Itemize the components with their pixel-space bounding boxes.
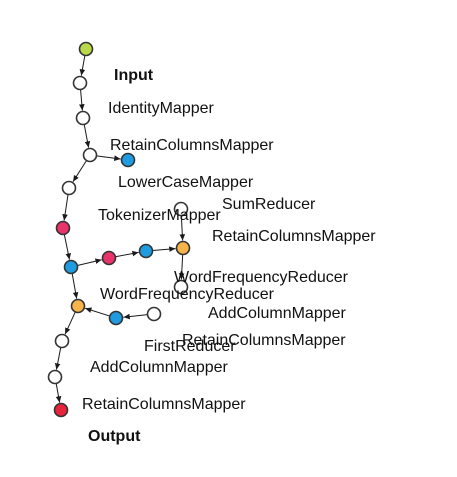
edge-n-9-to-n-10 [77,258,102,266]
input-label: Input [114,67,154,84]
edge-n-16-to-n-17 [64,311,76,335]
labels: Input IdentityMapper RetainColumnsMapper… [82,67,376,445]
node-n-3[interactable] [82,147,98,163]
node-n-12[interactable] [175,240,191,256]
edge-n-8-to-n-12 [179,215,186,241]
edges [54,55,186,403]
retain-columns-mapper-label-3: RetainColumnsMapper [182,332,346,349]
edge-n-17-to-n-18 [54,347,62,370]
node-n-11[interactable] [138,243,154,259]
edge-n-2-to-n-3 [83,124,91,148]
node-n-6[interactable] [61,180,77,196]
edge-n-9-to-n-16 [71,273,79,299]
retain-columns-mapper-label-1: RetainColumnsMapper [110,137,274,154]
add-column-mapper-label-1: AddColumnMapper [208,305,347,322]
edge-n-10-to-n-11 [115,250,139,258]
node-n-output[interactable] [53,402,69,418]
node-n-16[interactable] [70,298,86,314]
edge-n-7-to-n-9 [63,234,71,260]
edge-n-3-to-n-5 [96,155,121,161]
node-n-input[interactable] [78,41,94,57]
edge-n-1-to-n-2 [79,89,85,111]
retain-columns-mapper-label-2: RetainColumnsMapper [212,228,376,245]
node-n-1[interactable] [72,75,88,91]
word-frequency-reducer-label-1: WordFrequencyReducer [174,269,349,286]
node-n-14[interactable] [146,306,162,322]
node-n-13[interactable] [173,279,189,295]
node-n-9[interactable] [63,259,79,275]
first-reducer-label: FirstReducer [144,338,236,355]
node-n-5[interactable] [120,152,136,168]
edge-n-14-to-n-15 [123,313,148,320]
edge-n-18-to-n-output [55,383,62,403]
tokenizer-mapper-label: TokenizerMapper [98,207,221,224]
node-n-8[interactable] [173,201,189,217]
node-n-18[interactable] [47,369,63,385]
node-n-17[interactable] [54,333,70,349]
node-n-15[interactable] [108,310,124,326]
node-n-7[interactable] [55,220,71,236]
node-n-2[interactable] [75,110,91,126]
output-label: Output [88,428,141,445]
node-n-10[interactable] [101,250,117,266]
nodes [47,41,191,418]
edge-n-12-to-n-13 [178,254,185,280]
identity-mapper-label: IdentityMapper [108,100,215,117]
edge-n-15-to-n-16 [85,307,110,317]
edge-n-3-to-n-6 [72,160,87,182]
add-column-mapper-label-2: AddColumnMapper [90,359,229,376]
word-frequency-reducer-label-2: WordFrequencyReducer [100,286,275,303]
edge-n-6-to-n-7 [62,194,69,221]
sum-reducer-label: SumReducer [222,196,316,213]
edge-n-11-to-n-12 [152,246,176,252]
lower-case-mapper-label: LowerCaseMapper [118,174,254,191]
retain-columns-mapper-label-4: RetainColumnsMapper [82,396,246,413]
edge-n-input-to-n-1 [79,55,86,76]
